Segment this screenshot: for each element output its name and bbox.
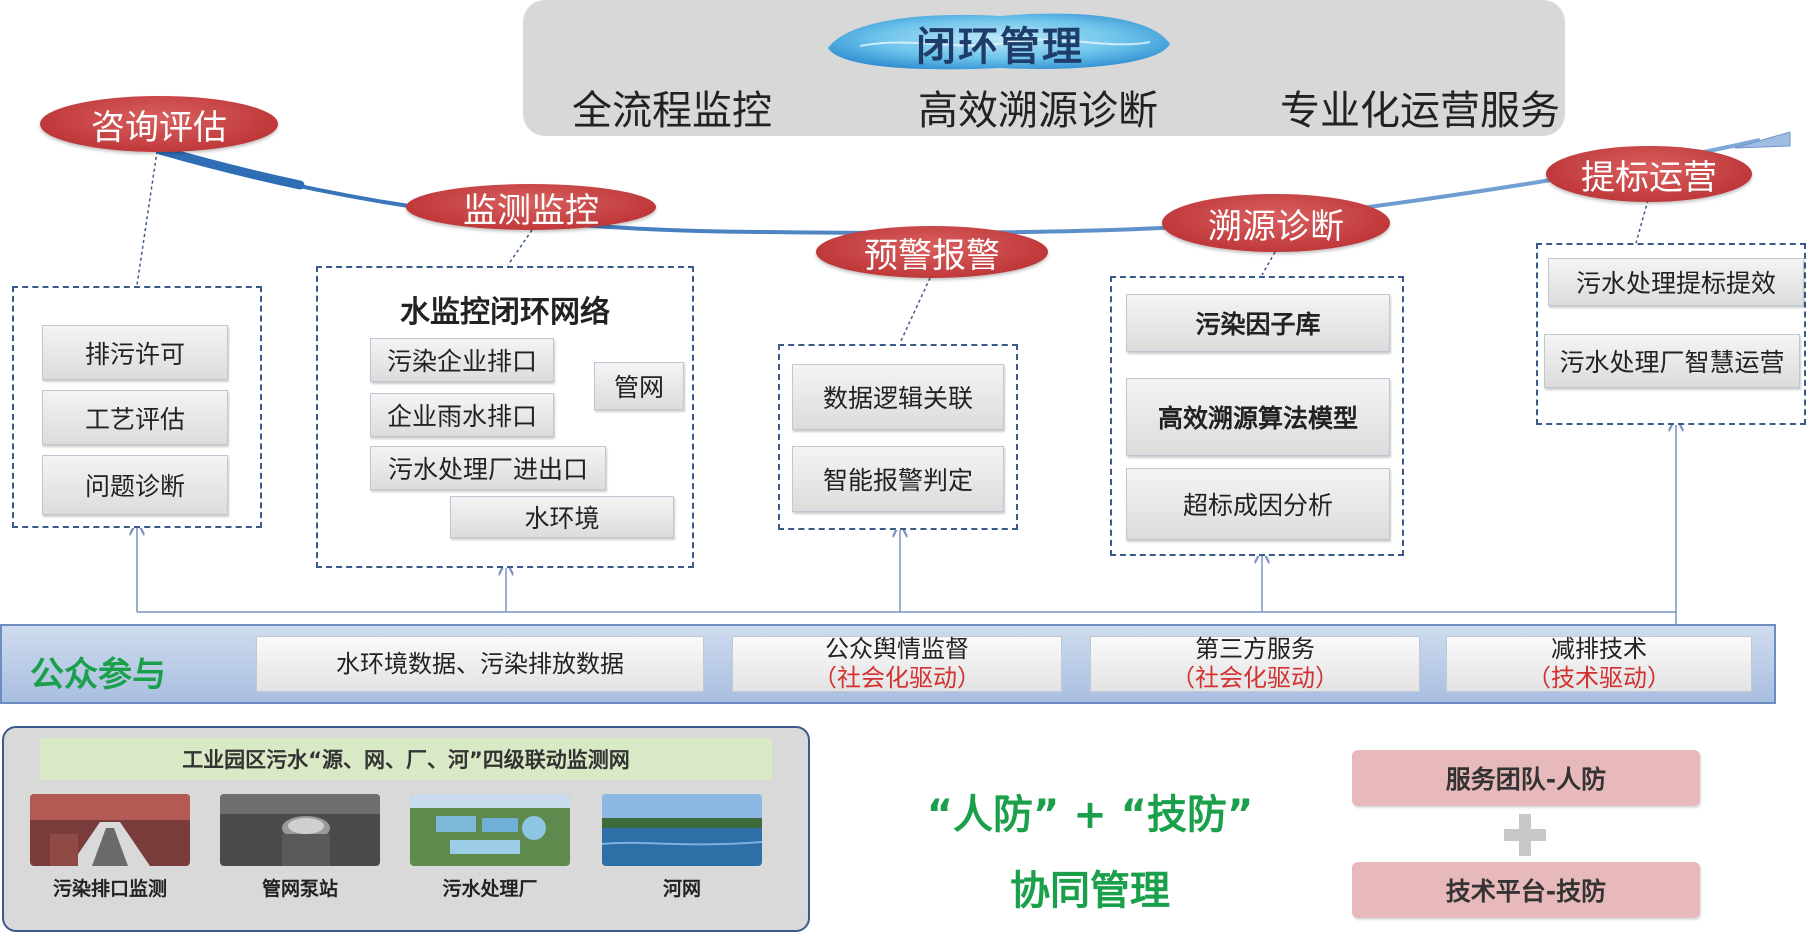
- trace-item-cause: 超标成因分析: [1126, 468, 1390, 540]
- trace-item-algorithm: 高效溯源算法模型: [1126, 378, 1390, 456]
- alarm-item-logic: 数据逻辑关联: [792, 364, 1004, 430]
- caption-plant: 污水处理厂: [442, 878, 538, 900]
- consult-item-process: 工艺评估: [42, 390, 228, 445]
- public-item-tech-main: 减排技术: [1551, 635, 1647, 664]
- process-curve: [159, 138, 1761, 235]
- public-item-data-main: 水环境数据、污染排放数据: [336, 649, 624, 678]
- public-item-tech-sub: （技术驱动）: [1527, 664, 1671, 692]
- river-network-photo: [602, 794, 762, 866]
- caption-river: 河网: [662, 878, 701, 900]
- slogan-line2: 协同管理: [1010, 868, 1170, 914]
- tech-platform-box: 技术平台-技防: [1352, 862, 1700, 918]
- public-item-tech: 减排技术 （技术驱动）: [1446, 635, 1752, 692]
- public-item-opinion-sub: （社会化驱动）: [813, 664, 981, 692]
- public-item-data: 水环境数据、污染排放数据: [256, 636, 704, 692]
- stage-consult: 咨询评估: [40, 96, 278, 152]
- public-item-third-party-sub: （社会化驱动）: [1171, 664, 1339, 692]
- upgrade-item-smart-ops: 污水处理厂智慧运营: [1544, 334, 1800, 388]
- monitor-box-title: 水监控闭环网络: [400, 295, 610, 330]
- treatment-plant-photo: [410, 794, 570, 866]
- stage-upgrade: 提标运营: [1546, 146, 1752, 202]
- caption-pump: 管网泵站: [261, 878, 338, 900]
- service-team-box: 服务团队-人防: [1352, 750, 1700, 806]
- upgrade-item-efficiency: 污水处理提标提效: [1548, 258, 1804, 306]
- consult-item-permit: 排污许可: [42, 325, 228, 380]
- public-participation-label: 公众参与: [30, 655, 166, 695]
- curve-arrow-tip: [1734, 131, 1791, 149]
- pump-station-photo: [220, 794, 380, 866]
- alarm-item-judge: 智能报警判定: [792, 446, 1004, 512]
- banner-title: 闭环管理: [916, 24, 1084, 70]
- stage-alarm: 预警报警: [816, 226, 1048, 278]
- water-splash-icon: [828, 13, 1170, 70]
- public-item-opinion: 公众舆情监督 （社会化驱动）: [732, 635, 1062, 692]
- stage-trace: 溯源诊断: [1162, 194, 1390, 252]
- monitoring-network-title: 工业园区污水“源、网、厂、河”四级联动监测网: [40, 738, 772, 780]
- trace-item-factor-lib: 污染因子库: [1126, 294, 1390, 352]
- node-enterprise-outlet: 污染企业排口: [370, 338, 554, 382]
- slogan-line1: “人防” + “技防”: [926, 792, 1254, 838]
- public-item-opinion-main: 公众舆情监督: [825, 635, 969, 664]
- public-item-third-party-main: 第三方服务: [1195, 635, 1315, 664]
- node-plant-io: 污水处理厂进出口: [370, 446, 606, 490]
- consult-item-diagnosis: 问题诊断: [42, 455, 228, 515]
- caption-outlet: 污染排口监测: [52, 878, 167, 900]
- node-rain-outlet: 企业雨水排口: [370, 393, 554, 437]
- public-item-third-party: 第三方服务 （社会化驱动）: [1090, 635, 1420, 692]
- banner-item-trace: 高效溯源诊断: [918, 88, 1158, 134]
- stage-monitor: 监测监控: [406, 184, 656, 231]
- node-water-env: 水环境: [450, 496, 674, 538]
- outlet-photo: [30, 794, 190, 866]
- banner-item-service: 专业化运营服务: [1280, 88, 1560, 134]
- banner-item-full-process: 全流程监控: [572, 88, 772, 134]
- node-pipe-network: 管网: [594, 362, 684, 410]
- plus-icon: [1504, 814, 1546, 856]
